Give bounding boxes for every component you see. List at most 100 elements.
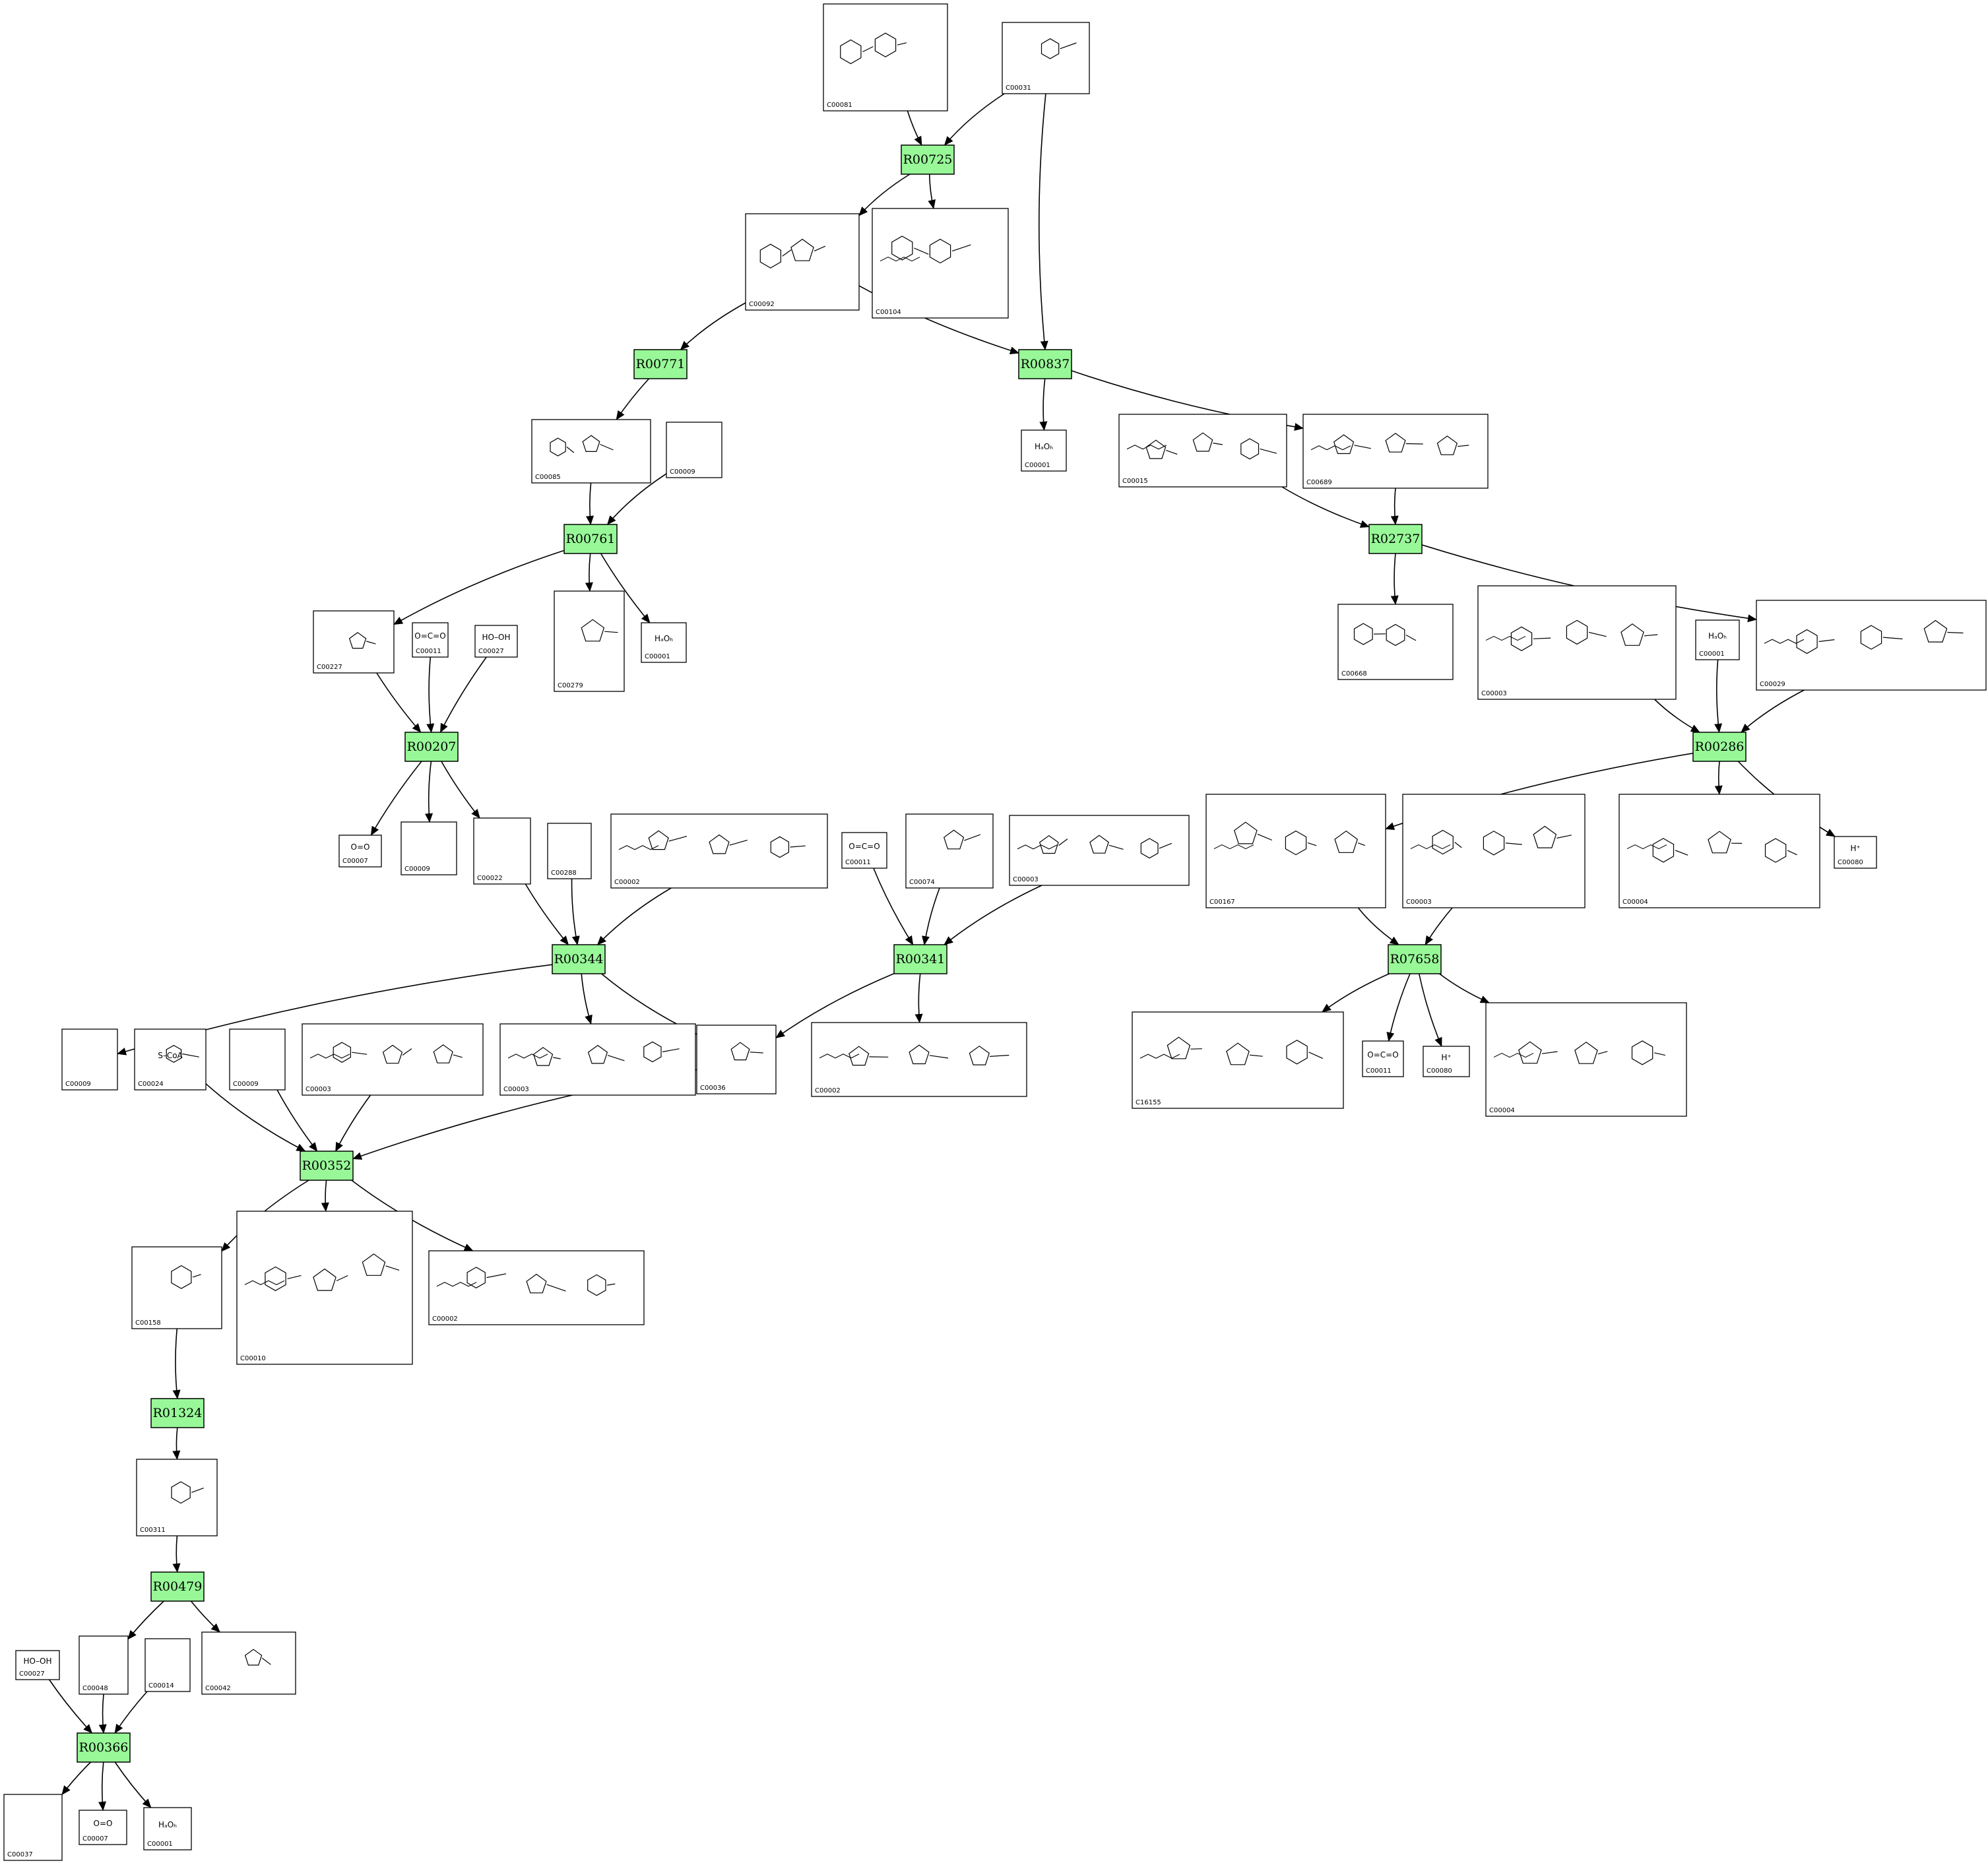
- compound-box: [144, 1638, 191, 1692]
- compound-label: C00003: [305, 1086, 331, 1093]
- edge-arrow: [585, 553, 593, 592]
- compound-label: C00158: [135, 1319, 161, 1327]
- compound-node-c00279[interactable]: C00279: [554, 590, 625, 692]
- edge-arrow: [393, 550, 565, 625]
- reaction-box: [901, 144, 955, 175]
- compound-node-c00002[interactable]: C00002: [811, 1022, 1027, 1097]
- compound-node-c00167[interactable]: C00167: [1205, 794, 1386, 908]
- compound-node-c00009[interactable]: C00009: [61, 1028, 118, 1091]
- compound-node-c00036[interactable]: C00036: [696, 1025, 777, 1094]
- compound-node-c16155[interactable]: C16155: [1132, 1011, 1344, 1109]
- compound-label: C00003: [1481, 690, 1507, 697]
- reaction-node-r00286[interactable]: R00286: [1692, 732, 1747, 762]
- reaction-node-r00837[interactable]: R00837: [1018, 349, 1072, 379]
- reaction-label: R01324: [153, 1406, 203, 1420]
- compound-node-c00158[interactable]: C00158: [131, 1246, 222, 1329]
- compound-node-c00003[interactable]: C00003: [1402, 794, 1586, 908]
- compound-node-c00009[interactable]: C00009: [229, 1028, 286, 1091]
- compound-box: [428, 1250, 645, 1325]
- compound-node-c00311[interactable]: C00311: [136, 1459, 218, 1536]
- compound-node-c00009[interactable]: C00009: [401, 821, 457, 875]
- structure-icon: [1353, 623, 1417, 647]
- reaction-node-r00352[interactable]: R00352: [300, 1151, 354, 1181]
- reaction-node-r00207[interactable]: R00207: [404, 732, 459, 762]
- compound-box: [666, 422, 722, 478]
- structure-icon: [436, 1267, 616, 1296]
- compound-node-c00003[interactable]: C00003: [1477, 585, 1677, 700]
- compound-node-c00002[interactable]: C00002: [428, 1250, 645, 1325]
- compound-box: [412, 622, 449, 658]
- compound-node-c00074[interactable]: C00074: [905, 813, 994, 889]
- reaction-node-r00341[interactable]: R00341: [893, 944, 947, 974]
- structure-icon: [819, 1044, 1010, 1066]
- compound-node-c00080[interactable]: H⁺C00080: [1834, 836, 1877, 869]
- compound-node-c00002[interactable]: C00002: [610, 813, 828, 889]
- compound-box: [1021, 429, 1067, 472]
- structure-formula: HₐOₕ: [158, 1820, 177, 1829]
- compound-node-c00014[interactable]: C00014: [144, 1638, 191, 1692]
- edge-arrow: [606, 473, 667, 525]
- compound-node-c00010[interactable]: C00010: [236, 1211, 413, 1365]
- compound-node-c00003[interactable]: C00003: [499, 1023, 696, 1096]
- compound-node-c00081[interactable]: C00081: [823, 3, 948, 111]
- compound-node-c00085[interactable]: C00085: [531, 419, 651, 484]
- compound-node-c00004[interactable]: C00004: [1619, 794, 1820, 908]
- compound-node-c00689[interactable]: C00689: [1302, 414, 1489, 489]
- reaction-node-r02737[interactable]: R02737: [1368, 524, 1423, 554]
- reaction-label: R00341: [896, 952, 946, 966]
- compound-node-c00003[interactable]: C00003: [302, 1023, 484, 1096]
- compound-box: [1402, 794, 1586, 908]
- reaction-box: [1692, 732, 1747, 762]
- compound-node-c00029[interactable]: C00029: [1756, 600, 1987, 691]
- reaction-node-r00725[interactable]: R00725: [901, 144, 955, 175]
- structure-icon: [880, 236, 971, 264]
- reaction-node-r00771[interactable]: R00771: [633, 349, 688, 379]
- reaction-node-r00366[interactable]: R00366: [77, 1732, 131, 1763]
- compound-node-c00104[interactable]: C00104: [872, 208, 1009, 319]
- compound-label: C00048: [82, 1685, 108, 1692]
- compound-node-c00031[interactable]: C00031: [1002, 22, 1090, 94]
- compound-node-c00022[interactable]: C00022: [473, 817, 531, 885]
- compound-node-c00015[interactable]: C00015: [1118, 414, 1287, 488]
- compound-node-c00092[interactable]: C00092: [745, 213, 860, 311]
- compound-node-c00042[interactable]: C00042: [201, 1631, 296, 1695]
- reaction-node-r00761[interactable]: R00761: [563, 524, 618, 554]
- compound-node-c00037[interactable]: C00037: [3, 1794, 63, 1861]
- compound-label: C00009: [233, 1081, 259, 1088]
- edge-arrow: [1039, 378, 1048, 431]
- structure-icon: [730, 1042, 763, 1061]
- compound-node-c00288[interactable]: C00288: [547, 823, 592, 879]
- compound-node-c00048[interactable]: C00048: [79, 1635, 129, 1695]
- compound-node-c00227[interactable]: C00227: [313, 610, 395, 674]
- reaction-node-r00479[interactable]: R00479: [150, 1571, 205, 1602]
- compound-node-c00003[interactable]: C00003: [1009, 815, 1190, 886]
- compound-node-c00004[interactable]: C00004: [1485, 1002, 1687, 1117]
- compound-label: C00009: [404, 866, 430, 873]
- reaction-node-r00344[interactable]: R00344: [552, 944, 606, 974]
- reaction-label: R00837: [1021, 357, 1070, 371]
- reaction-node-r07658[interactable]: R07658: [1388, 944, 1442, 974]
- reaction-node-r01324[interactable]: R01324: [150, 1398, 205, 1428]
- compound-node-c00009[interactable]: C00009: [666, 422, 722, 478]
- compound-node-c00080[interactable]: H⁺C00080: [1423, 1046, 1470, 1077]
- reaction-box: [404, 732, 459, 762]
- structure-icon: [1126, 432, 1277, 460]
- edge-arrow: [944, 93, 1005, 146]
- edge-arrow: [190, 1600, 220, 1633]
- structure-icon: [1310, 433, 1469, 455]
- compound-node-c00668[interactable]: C00668: [1337, 604, 1454, 680]
